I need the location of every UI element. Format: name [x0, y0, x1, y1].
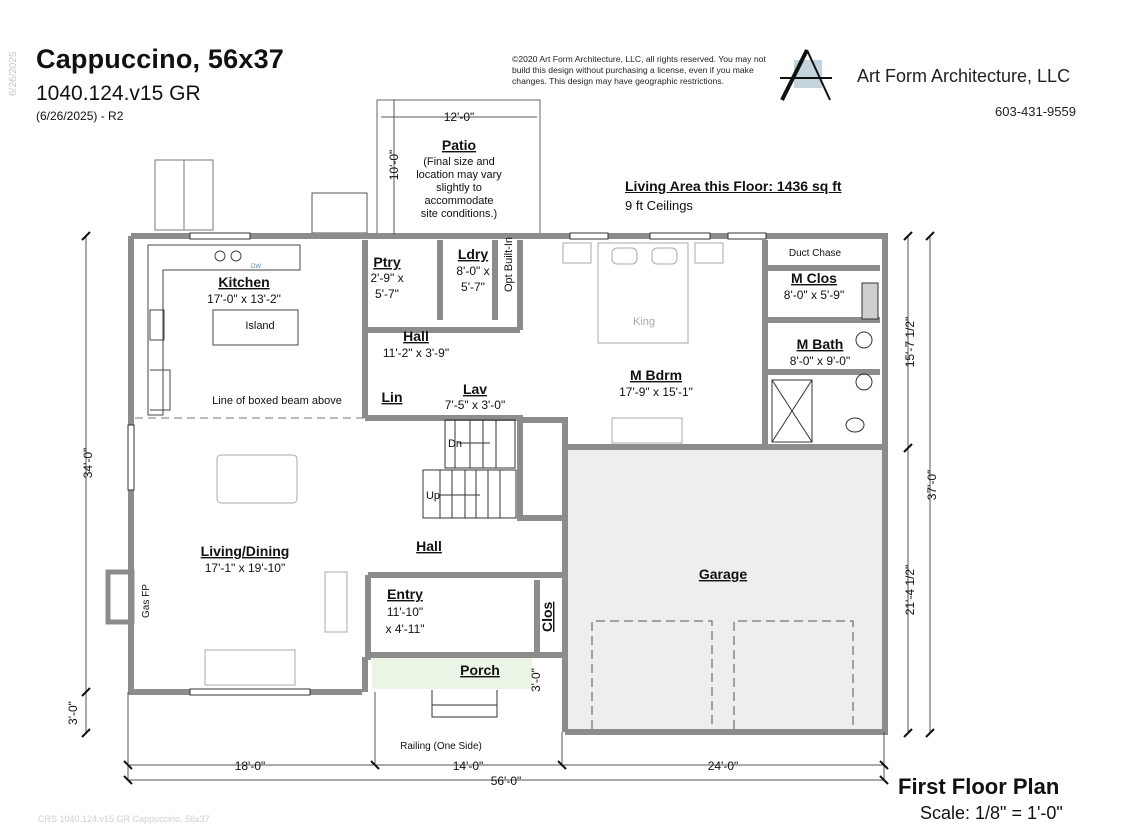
dim-right-total: 37'-0" — [925, 470, 939, 501]
living-area-label: Living Area this Floor: 1436 sq ft — [625, 178, 842, 194]
svg-text:DW: DW — [251, 264, 261, 270]
svg-text:17'-9" x 15'-1": 17'-9" x 15'-1" — [619, 385, 693, 399]
plan-scale: Scale: 1/8" = 1'-0" — [920, 803, 1063, 823]
svg-text:Duct Chase: Duct Chase — [789, 248, 842, 259]
king-bed — [597, 242, 689, 344]
railing-note: Railing (One Side) — [400, 741, 482, 752]
svg-text:5'-7": 5'-7" — [375, 287, 399, 301]
lav-label: Lav — [463, 381, 487, 397]
svg-text:King: King — [633, 316, 655, 328]
master-bath-label: M Bath — [797, 336, 844, 352]
svg-text:17'-1" x 19'-10": 17'-1" x 19'-10" — [205, 561, 285, 575]
master-closet-label: M Clos — [791, 270, 837, 286]
company-phone: 603-431-9559 — [995, 104, 1076, 119]
revision-label: (6/26/2025) - R2 — [36, 109, 124, 123]
svg-text:Gas FP: Gas FP — [141, 584, 152, 618]
svg-text:slightly to: slightly to — [436, 182, 482, 194]
garage-floor — [565, 447, 883, 732]
file-note: CRS 1040.124.v15 GR Cappuccino, 56x37 — [38, 814, 210, 824]
svg-text:8'-0" x 9'-0": 8'-0" x 9'-0" — [790, 354, 850, 368]
svg-text:8'-0" x: 8'-0" x — [456, 264, 489, 278]
entry-label: Entry — [387, 586, 423, 602]
hall-lower-label: Hall — [416, 538, 442, 554]
island — [212, 309, 299, 346]
porch-label: Porch — [460, 662, 500, 678]
svg-text:5'-7": 5'-7" — [461, 280, 485, 294]
kitchen-label: Kitchen — [218, 274, 269, 290]
svg-text:3'-0": 3'-0" — [529, 668, 543, 692]
dim-bottom-right: 24'-0" — [708, 759, 739, 773]
svg-text:11'-2" x 3'-9": 11'-2" x 3'-9" — [383, 346, 449, 360]
svg-text:location may vary: location may vary — [416, 169, 502, 181]
plan-number: 1040.124.v15 GR — [36, 82, 201, 105]
plan-name: Cappuccino, 56x37 — [36, 44, 284, 74]
laundry-label: Ldry — [458, 246, 489, 262]
svg-text:Opt Built-In: Opt Built-In — [503, 237, 515, 292]
stairs-up-label: Up — [426, 490, 440, 502]
garage-label: Garage — [699, 566, 747, 582]
svg-text:2'-9" x: 2'-9" x — [370, 271, 403, 285]
dim-bottom-mid: 14'-0" — [453, 759, 484, 773]
master-bedroom-label: M Bdrm — [630, 367, 682, 383]
copyright-notice: ©2020 Art Form Architecture, LLC, all ri… — [512, 54, 766, 86]
svg-text:11'-10": 11'-10" — [387, 605, 423, 619]
dim-left-porch: 3'-0" — [66, 701, 80, 725]
plan-title: First Floor Plan — [898, 774, 1060, 799]
ceiling-height-label: 9 ft Ceilings — [625, 198, 693, 213]
beam-note: Line of boxed beam above — [212, 395, 342, 407]
dim-left-total: 34'-0" — [81, 448, 95, 479]
patio-label: Patio — [442, 137, 476, 153]
porch-floor — [372, 657, 532, 689]
stairs-down-label: Dn — [448, 438, 462, 450]
patio-depth-dim: 10'-0" — [387, 150, 401, 181]
living-dining-label: Living/Dining — [201, 543, 290, 559]
svg-text:7'-5" x 3'-0": 7'-5" x 3'-0" — [445, 398, 505, 412]
dim-right-upper: 15'-7 1/2" — [903, 317, 917, 368]
svg-text:Island: Island — [245, 320, 274, 332]
linen-label: Lin — [382, 389, 403, 405]
svg-text:8'-0" x 5'-9": 8'-0" x 5'-9" — [784, 288, 844, 302]
svg-text:x 4'-11": x 4'-11" — [385, 622, 424, 636]
pantry-label: Ptry — [373, 254, 400, 270]
svg-text:accommodate: accommodate — [424, 195, 493, 207]
art-form-logo-icon — [780, 49, 832, 101]
patio-width-dim: 12'-0" — [444, 110, 475, 124]
svg-text:(Final size and: (Final size and — [423, 156, 495, 168]
svg-text:17'-0" x 13'-2": 17'-0" x 13'-2" — [207, 292, 281, 306]
dim-bottom-left: 18'-0" — [235, 759, 266, 773]
dim-bottom-total: 56'-0" — [491, 774, 522, 788]
stoop-outline — [311, 192, 368, 234]
svg-text:site conditions.): site conditions.) — [421, 208, 497, 220]
company-name: Art Form Architecture, LLC — [857, 66, 1071, 86]
dim-right-lower: 21'-4 1/2" — [903, 565, 917, 616]
closet-label: Clos — [539, 601, 555, 632]
hall-upper-label: Hall — [403, 328, 429, 344]
dining-table — [216, 454, 298, 504]
